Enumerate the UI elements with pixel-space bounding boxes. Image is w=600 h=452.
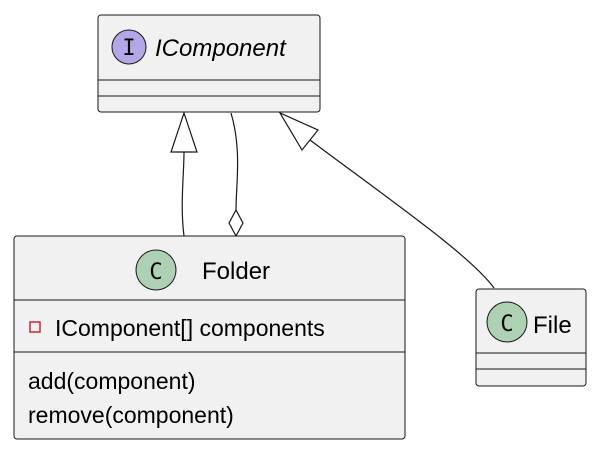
file-realization-line <box>309 139 495 289</box>
folder-attribute-components: IComponent[] components <box>55 315 325 341</box>
interface-stereotype-letter: I <box>122 36 135 61</box>
file-name: File <box>533 312 572 339</box>
folder-name: Folder <box>202 258 270 285</box>
aggregation-diamond <box>228 208 244 238</box>
interface-stereotype-icon <box>111 29 147 65</box>
folder-stereotype-letter: C <box>149 260 162 285</box>
private-visibility-icon <box>29 321 41 333</box>
class-file: C File <box>475 288 587 387</box>
folder-stereotype-icon <box>135 249 177 291</box>
file-realization-arrowhead <box>278 111 319 152</box>
folder-method-add: add(component) <box>28 368 196 394</box>
file-stereotype-icon <box>486 301 528 343</box>
interface-icomponent: I IComponent <box>97 14 321 113</box>
relations <box>170 111 495 289</box>
folder-box <box>13 235 406 440</box>
aggregation-line <box>230 112 239 211</box>
folder-method-remove: remove(component) <box>28 402 234 428</box>
interface-name: IComponent <box>155 35 287 62</box>
file-stereotype-letter: C <box>500 312 513 337</box>
folder-realization-arrowhead <box>170 111 198 153</box>
class-folder: C Folder IComponent[] components add(com… <box>13 235 406 440</box>
interface-box <box>97 14 321 113</box>
folder-realization-line <box>181 151 185 237</box>
